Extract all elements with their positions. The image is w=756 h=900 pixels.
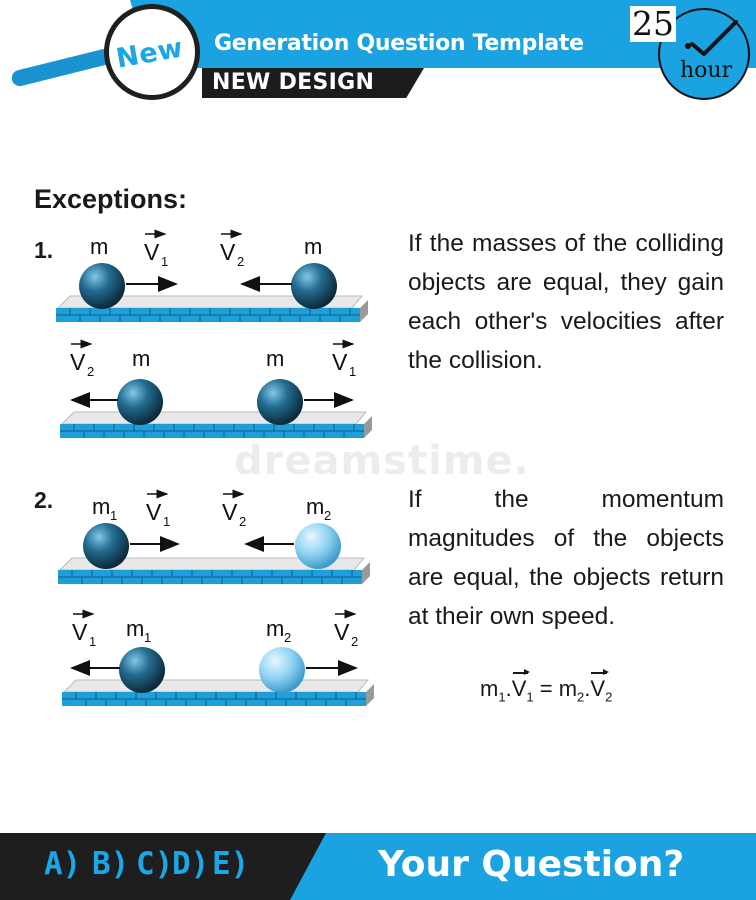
footer-question: Your Question? bbox=[378, 844, 685, 885]
mass-label: m bbox=[90, 234, 108, 259]
case-1-after: V 2 m m V 1 bbox=[60, 339, 372, 438]
formula-m1: m bbox=[480, 676, 499, 701]
velocity-sub: 1 bbox=[349, 364, 356, 379]
choice-d: D) bbox=[172, 846, 210, 882]
velocity-sub: 1 bbox=[161, 254, 168, 269]
ball-dark bbox=[79, 263, 125, 309]
velocity-sub: 1 bbox=[89, 634, 96, 649]
case-1-number: 1. bbox=[34, 237, 54, 263]
collision-diagrams: m V 1 V 2 m V 2 m m V 1 bbox=[56, 229, 374, 706]
clock-unit: hour bbox=[680, 58, 733, 83]
mass-label: m bbox=[132, 346, 150, 371]
ball-dark bbox=[117, 379, 163, 425]
mass-sub: 1 bbox=[110, 508, 117, 523]
mass-label: m bbox=[266, 616, 284, 641]
velocity-label: V bbox=[220, 239, 236, 265]
choice-b: B) bbox=[92, 846, 130, 882]
header-title: Generation Question Template bbox=[214, 31, 584, 56]
ball-dark bbox=[291, 263, 337, 309]
velocity-sub: 2 bbox=[237, 254, 244, 269]
ball-dark bbox=[119, 647, 165, 693]
ball-light bbox=[295, 523, 341, 569]
formula-v2-sub: 2 bbox=[605, 689, 613, 705]
velocity-label: V bbox=[144, 239, 160, 265]
formula-v1-sub: 1 bbox=[526, 689, 534, 705]
ball-dark bbox=[257, 379, 303, 425]
mass-label: m bbox=[92, 494, 110, 519]
velocity-sub: 2 bbox=[87, 364, 94, 379]
mass-label: m bbox=[306, 494, 324, 519]
mass-sub: 2 bbox=[284, 630, 291, 645]
formula-equals: = bbox=[539, 676, 553, 701]
subtitle-text: NEW DESIGN bbox=[212, 70, 375, 95]
case-2-number: 2. bbox=[34, 487, 54, 513]
velocity-sub: 2 bbox=[351, 634, 358, 649]
watermark: dreamstime. bbox=[234, 438, 530, 484]
floor bbox=[58, 557, 370, 584]
velocity-label: V bbox=[222, 499, 238, 525]
clock-number: 25 bbox=[630, 4, 676, 43]
choice-c: C) bbox=[136, 846, 174, 882]
formula-v1: V bbox=[511, 669, 530, 701]
case-2-before: m 1 V 1 V 2 m 2 bbox=[58, 489, 370, 584]
case-1-text: If the masses of the colliding objects a… bbox=[408, 230, 724, 374]
mass-sub: 1 bbox=[144, 630, 151, 645]
momentum-formula: m1.V1 = m2.V2 bbox=[480, 669, 613, 705]
velocity-sub: 2 bbox=[239, 514, 246, 529]
choice-e: E) bbox=[212, 846, 250, 882]
velocity-label: V bbox=[332, 349, 348, 375]
checkmark-icon bbox=[685, 20, 738, 56]
ball-light bbox=[259, 647, 305, 693]
mass-label: m bbox=[266, 346, 284, 371]
mass-label: m bbox=[304, 234, 322, 259]
subtitle-bar bbox=[202, 68, 424, 98]
floor bbox=[60, 411, 372, 438]
magnifier-lens bbox=[104, 4, 200, 100]
case-1-before: m V 1 V 2 m bbox=[56, 229, 368, 322]
floor bbox=[56, 295, 368, 322]
formula-v2: V bbox=[590, 669, 609, 701]
formula-m2: m bbox=[558, 676, 578, 701]
velocity-label: V bbox=[334, 619, 350, 645]
section-heading: Exceptions: bbox=[34, 184, 188, 214]
velocity-sub: 1 bbox=[163, 514, 170, 529]
velocity-label: V bbox=[146, 499, 162, 525]
mass-sub: 2 bbox=[324, 508, 331, 523]
formula-m2-sub: 2 bbox=[577, 689, 585, 705]
case-2-after: V 1 m 1 m 2 V 2 bbox=[62, 609, 374, 706]
velocity-label: V bbox=[72, 619, 88, 645]
footer-accent bbox=[290, 833, 756, 900]
formula-m1-sub: 1 bbox=[498, 689, 506, 705]
ball-dark bbox=[83, 523, 129, 569]
choice-a: A) bbox=[44, 846, 82, 882]
case-2-text: If the momentum magnitudes of the object… bbox=[408, 486, 724, 630]
mass-label: m bbox=[126, 616, 144, 641]
velocity-label: V bbox=[70, 349, 86, 375]
floor bbox=[62, 679, 374, 706]
